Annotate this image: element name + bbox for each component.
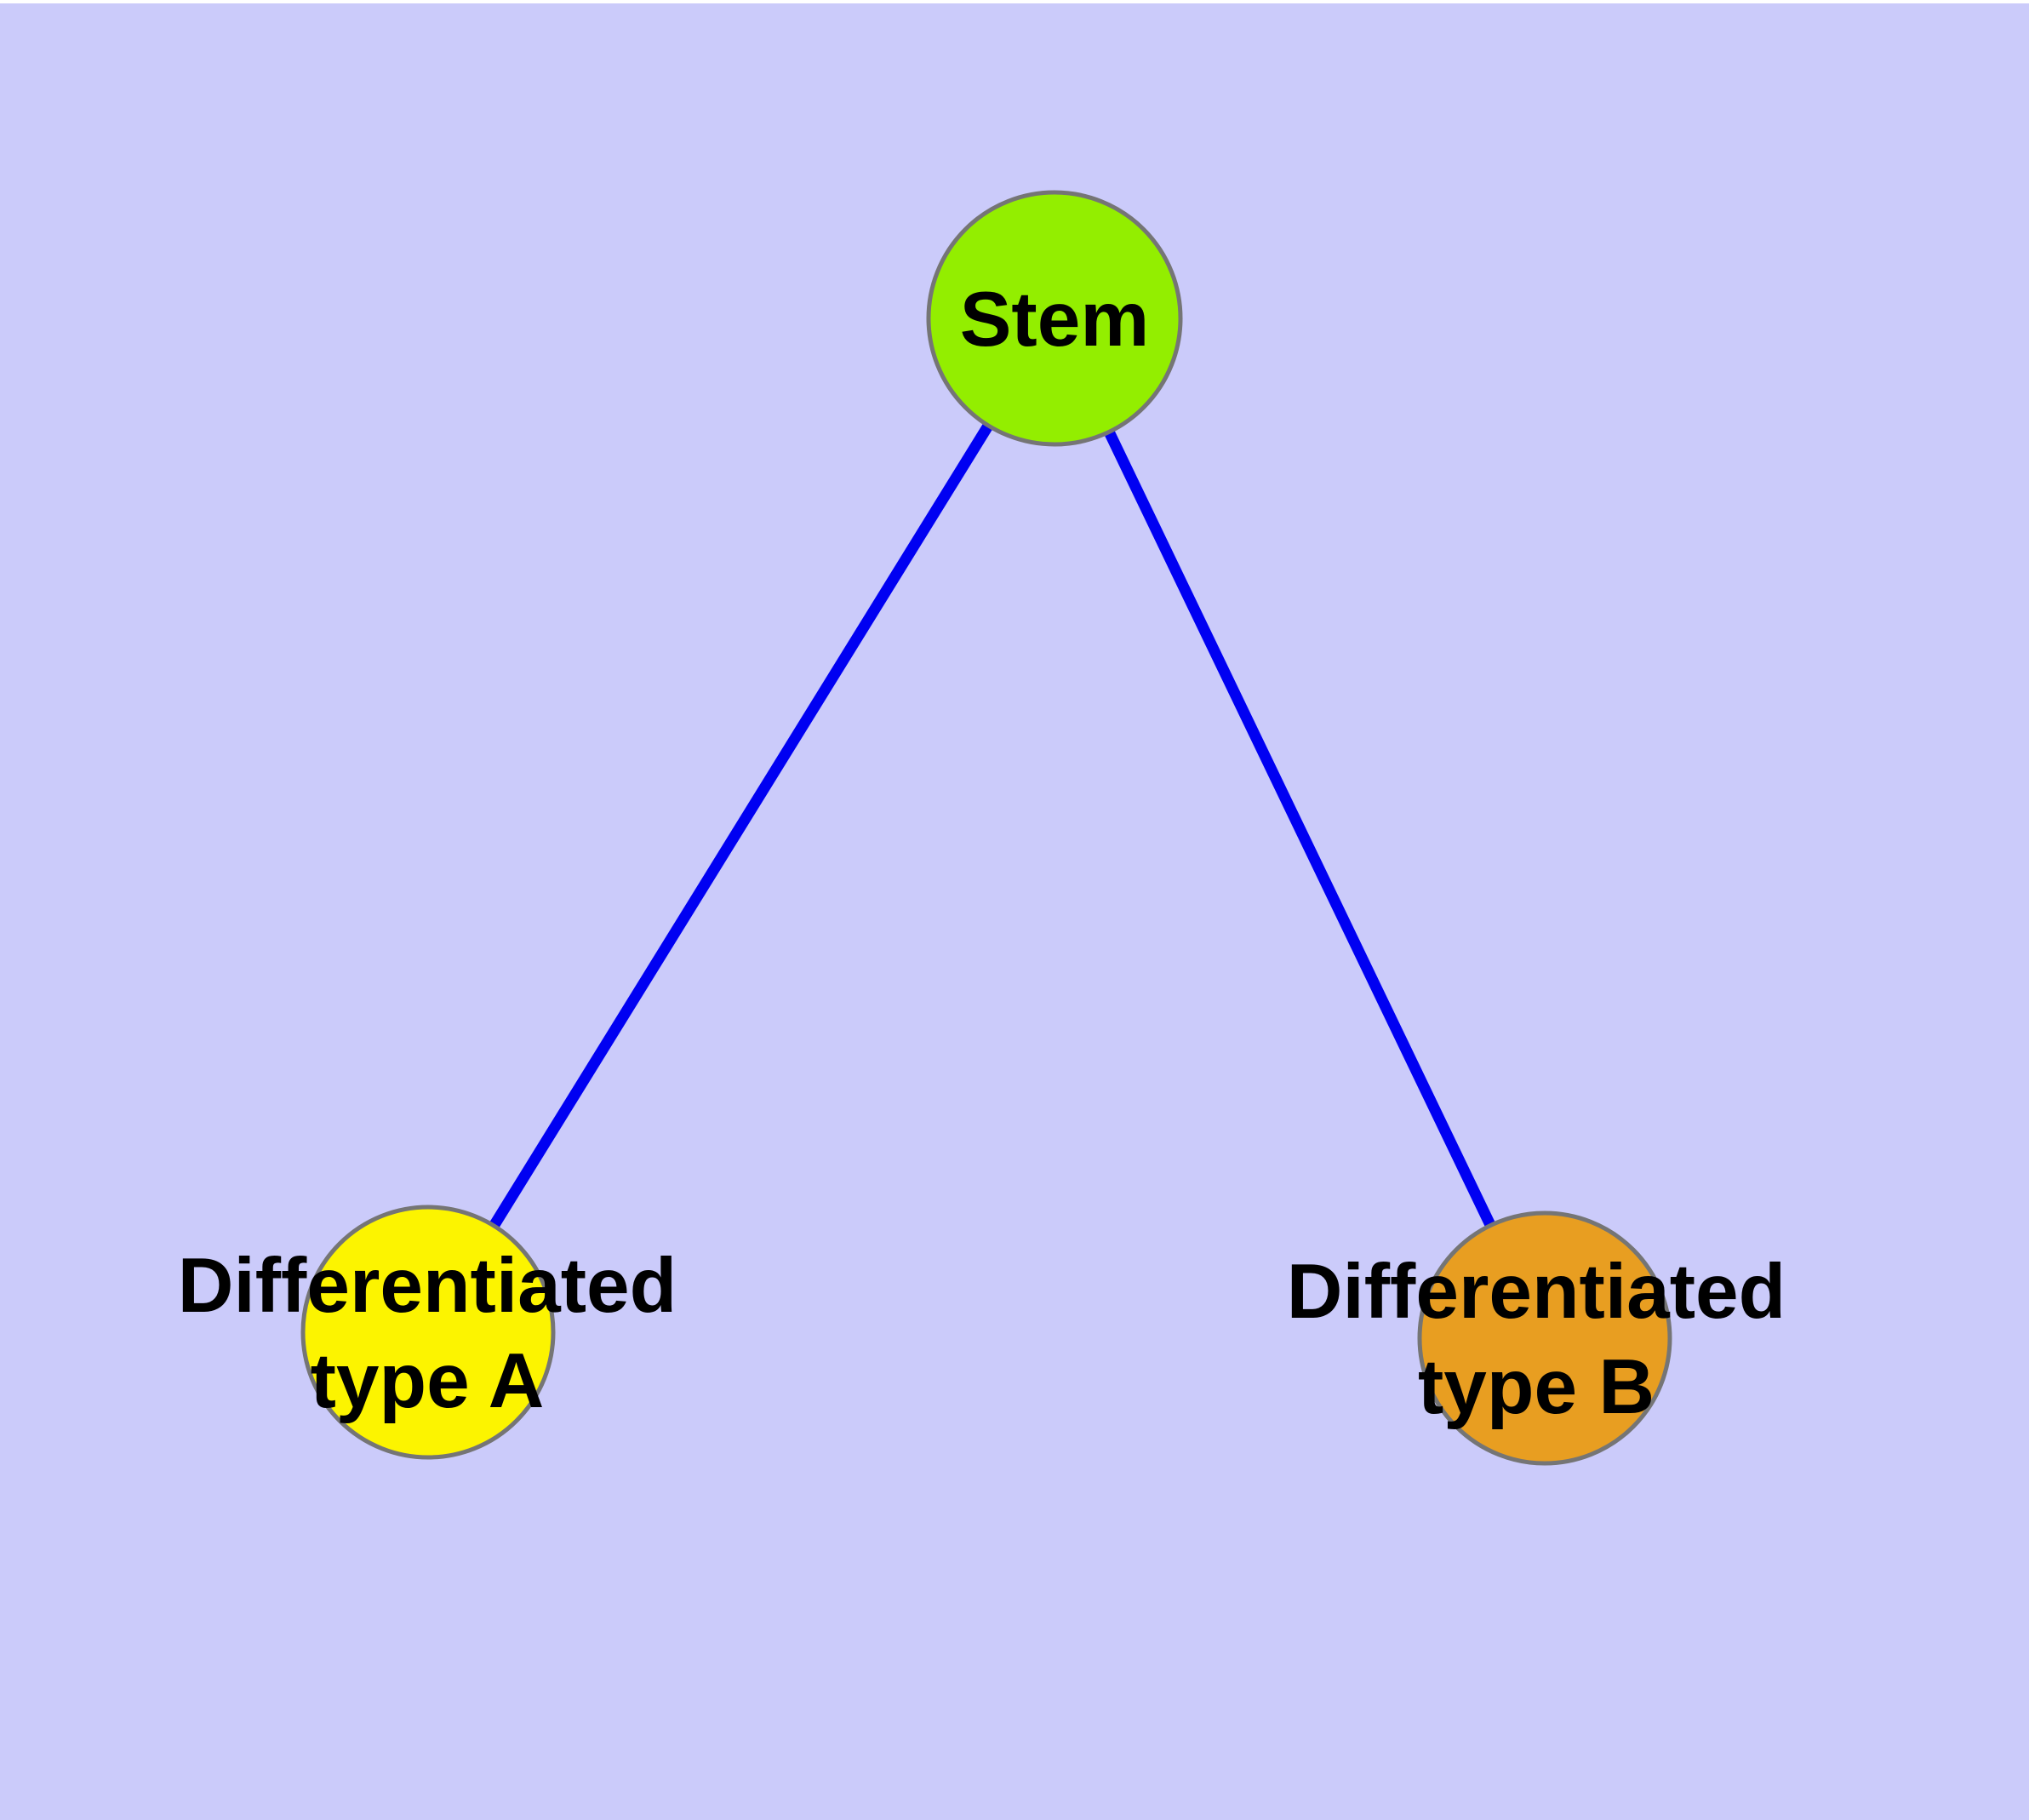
edge-stem-to-type-b [1049,316,1550,1341]
node-differentiated-type-a-circle [300,1205,556,1460]
top-margin [0,0,2029,3]
node-stem-circle [926,190,1183,447]
graph-svg [300,190,1672,1466]
node-differentiated-type-b-circle [1417,1210,1672,1466]
edge-stem-to-type-a [423,315,1060,1336]
diagram-canvas: Stem Differentiated type A Differentiate… [0,3,2029,1820]
